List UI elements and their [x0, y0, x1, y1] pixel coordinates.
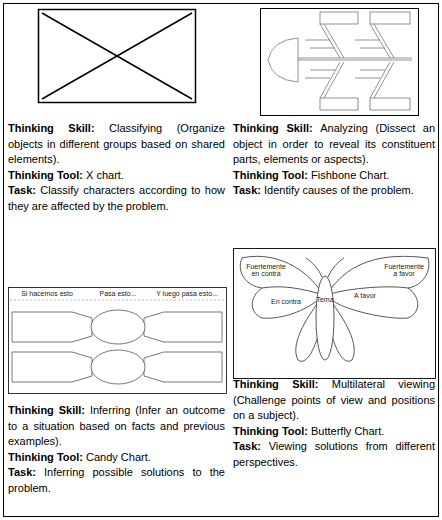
description-line: Task: Viewing solutions from different p… — [233, 439, 435, 470]
description-line: Thinking Skill: Multilateral viewing (Ch… — [233, 377, 435, 424]
chart-label: En contra — [268, 298, 304, 305]
fishbone-chart — [261, 9, 419, 116]
field-name: Thinking Skill: — [233, 122, 313, 134]
description-line: Thinking Skill: Analyzing (Dissect an ob… — [233, 121, 435, 168]
chart-label: Pasa esto... — [92, 290, 144, 297]
chart-label: A favor — [348, 292, 382, 299]
description-line: Thinking Tool: Candy Chart. — [8, 450, 225, 466]
field-value: Butterfly Chart. — [311, 425, 384, 437]
description-line: Task: Classify characters according to h… — [8, 183, 225, 214]
description-line: Thinking Tool: Butterfly Chart. — [233, 424, 435, 440]
field-value: Fishbone Chart. — [311, 169, 389, 181]
field-name: Thinking Skill: — [233, 378, 318, 390]
outer-border — [4, 4, 439, 517]
field-name: Task: — [233, 184, 261, 196]
x-chart — [39, 10, 196, 103]
description-block: Thinking Skill: Multilateral viewing (Ch… — [233, 377, 435, 470]
field-name: Thinking Tool: — [8, 451, 83, 463]
chart-label: Fuertemente en contra — [246, 263, 286, 278]
description-block: Thinking Skill: Classifying (Organize ob… — [8, 121, 225, 214]
field-name: Thinking Tool: — [233, 425, 308, 437]
field-name: Thinking Skill: — [8, 122, 95, 134]
field-value: Candy Chart. — [86, 451, 151, 463]
field-name: Thinking Tool: — [233, 169, 308, 181]
description-line: Thinking Skill: Inferring (Infer an outc… — [8, 403, 225, 450]
butterfly-chart — [234, 249, 436, 379]
candy-chart — [9, 288, 227, 394]
field-name: Task: — [233, 440, 261, 452]
field-value: X chart. — [86, 169, 124, 181]
description-line: Thinking Tool: X chart. — [8, 168, 225, 184]
field-name: Thinking Skill: — [8, 404, 85, 416]
chart-label: Si hacemos esto — [12, 290, 82, 297]
field-value: Identify causes of the problem. — [264, 184, 414, 196]
chart-label: Fuertemente a favor — [384, 263, 424, 278]
description-block: Thinking Skill: Inferring (Infer an outc… — [8, 403, 225, 496]
field-name: Task: — [8, 184, 36, 196]
description-line: Thinking Skill: Classifying (Organize ob… — [8, 121, 225, 168]
field-name: Task: — [8, 466, 36, 478]
chart-label: Tema — [313, 296, 337, 303]
description-line: Thinking Tool: Fishbone Chart. — [233, 168, 435, 184]
description-line: Task: Inferring possible solutions to th… — [8, 465, 225, 496]
field-value: Inferring possible solutions to the prob… — [8, 466, 225, 494]
chart-label: Y luego pasa esto... — [150, 290, 224, 297]
field-value: Viewing solutions from different perspec… — [233, 440, 435, 468]
field-value: Classify characters according to how the… — [8, 184, 225, 212]
field-name: Thinking Tool: — [8, 169, 83, 181]
description-block: Thinking Skill: Analyzing (Dissect an ob… — [233, 121, 435, 199]
description-line: Task: Identify causes of the problem. — [233, 183, 435, 199]
